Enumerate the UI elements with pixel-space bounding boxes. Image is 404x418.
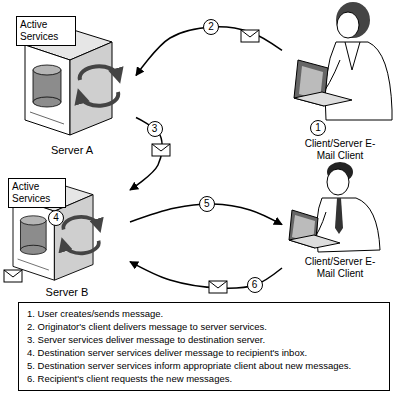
envelope	[241, 30, 259, 42]
callout-number: 4	[48, 210, 64, 226]
node-text: Client/Server E-Mail Client	[300, 256, 380, 282]
man-figure-part	[289, 235, 340, 248]
woman-figure-part	[345, 42, 360, 70]
woman-figure-part	[337, 12, 359, 38]
node-text: 4. Destination server services deliver m…	[27, 346, 381, 359]
node-text: 6. Recipient's client requests the new m…	[27, 372, 381, 385]
callout-number: 1	[310, 120, 326, 136]
server-node: Server B Active Services	[4, 172, 130, 300]
step-number: 5	[199, 196, 215, 212]
node-text: Client/Server E-Mail Client	[300, 138, 380, 164]
node-text: 5. Destination server services inform ap…	[27, 359, 381, 372]
woman-figure	[294, 2, 392, 120]
node-text: Active Services	[20, 19, 72, 43]
woman-figure-part	[325, 42, 392, 120]
node-text: Active Services	[12, 181, 62, 205]
services-box: Active Services	[16, 16, 76, 46]
woman-figure-part	[294, 92, 352, 106]
envelope	[209, 281, 227, 293]
services-box: Active Services	[8, 178, 66, 208]
client-node: Client/Server E-Mail Client	[282, 4, 398, 164]
step-number: 2	[203, 19, 219, 35]
man-figure-part	[335, 198, 343, 234]
man-figure	[289, 162, 380, 252]
woman-figure-part	[336, 2, 370, 38]
client-node: Client/Server E-Mail Client	[282, 160, 398, 282]
node-text: 1. User creates/sends message.	[27, 307, 381, 320]
envelope	[4, 270, 22, 282]
node-text: 2. Originator's client delivers message …	[27, 320, 381, 333]
node-text: Server A	[51, 144, 93, 158]
step-number: 6	[247, 277, 263, 293]
node-text: Server B	[46, 286, 89, 300]
server-node: Server A Active Services	[8, 8, 136, 158]
node-text: 3. Server services deliver message to de…	[27, 333, 381, 346]
step-number: 3	[147, 121, 163, 137]
notes-box: 1. User creates/sends message.2. Origina…	[18, 302, 390, 391]
man-figure-part	[327, 169, 349, 195]
envelope	[152, 144, 170, 156]
